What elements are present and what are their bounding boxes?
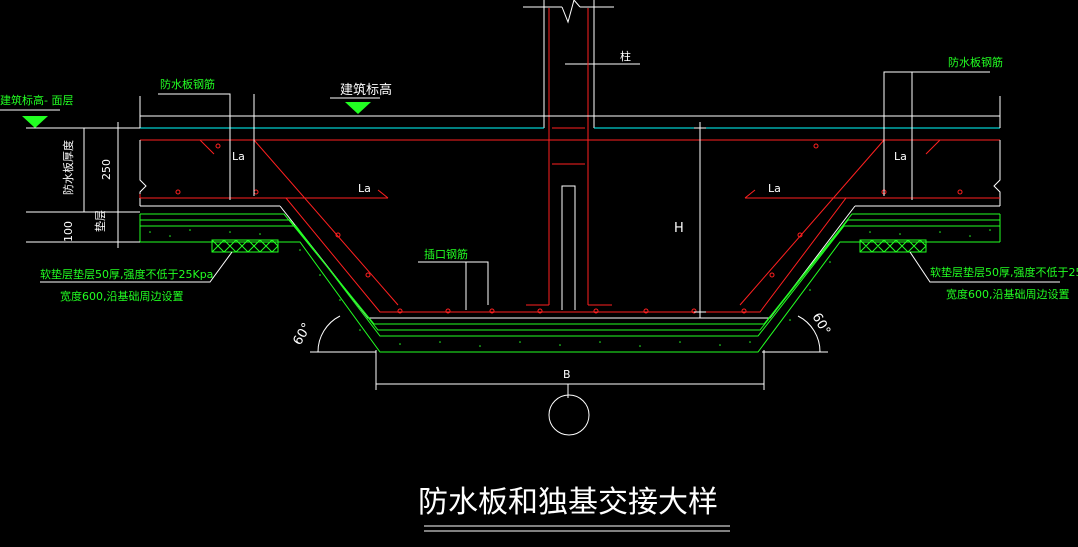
slab-thickness-label: 防水板厚度	[61, 140, 75, 195]
building-elevation-label: 建筑标高	[340, 82, 392, 98]
left-rebar-label: 防水板钢筋	[160, 77, 215, 91]
right-note-leader	[909, 251, 1060, 283]
column-rebar	[526, 8, 612, 306]
column-label: 柱	[620, 49, 631, 63]
rebar-dots	[175, 143, 963, 314]
cushion-label: 垫层	[93, 210, 107, 232]
concrete-speckle	[149, 229, 991, 347]
building-elevation-marker	[330, 97, 380, 114]
right-rebar-leader	[883, 71, 990, 200]
left-elevation-marker	[0, 109, 60, 128]
drawing-title: 防水板和独基交接大样	[418, 485, 718, 520]
right-note-line1: 软垫层垫层50厚,强度不低于25Kpa	[930, 265, 1078, 279]
angle-arcs	[310, 315, 828, 353]
section-marker	[548, 394, 590, 436]
la-left-upper: La	[232, 150, 245, 163]
la-right-upper: La	[894, 150, 907, 163]
h-dimension	[694, 122, 706, 318]
stirrup-leader	[418, 261, 489, 310]
b-dimension	[375, 350, 765, 398]
column-center-line	[561, 185, 576, 310]
soft-cushion-hatch-right	[859, 239, 927, 253]
slab-top	[139, 96, 1001, 141]
column	[523, 0, 614, 128]
dim-100: 100	[62, 221, 75, 242]
title-underline	[424, 525, 730, 532]
la-right-lower: La	[768, 182, 781, 195]
left-note-line2: 宽度600,沿基础周边设置	[60, 289, 184, 303]
left-dimension-lines	[26, 122, 140, 248]
soft-cushion-hatch-left	[211, 239, 279, 253]
left-note-leader	[40, 251, 233, 283]
slab-diagonal-rebar	[199, 139, 941, 306]
h-label: H	[674, 221, 684, 236]
left-note-line1: 软垫层垫层50厚,强度不低于25Kpa	[40, 267, 213, 281]
la-left-lower: La	[358, 182, 371, 195]
angle-right: 60°	[809, 311, 834, 338]
dim-250: 250	[100, 159, 113, 180]
right-rebar-label: 防水板钢筋	[948, 55, 1003, 69]
slab-bottom-rebar	[139, 189, 1000, 313]
b-label: B	[563, 368, 571, 381]
slab-outline	[139, 140, 1001, 319]
left-rebar-leader	[158, 93, 255, 200]
cushion-layer	[139, 213, 1001, 353]
stirrup-label: 插口钢筋	[424, 247, 468, 261]
right-note-line2: 宽度600,沿基础周边设置	[946, 287, 1070, 301]
left-elevation-label: 建筑标高- 面层	[0, 93, 73, 107]
angle-left: 60°	[290, 321, 315, 348]
